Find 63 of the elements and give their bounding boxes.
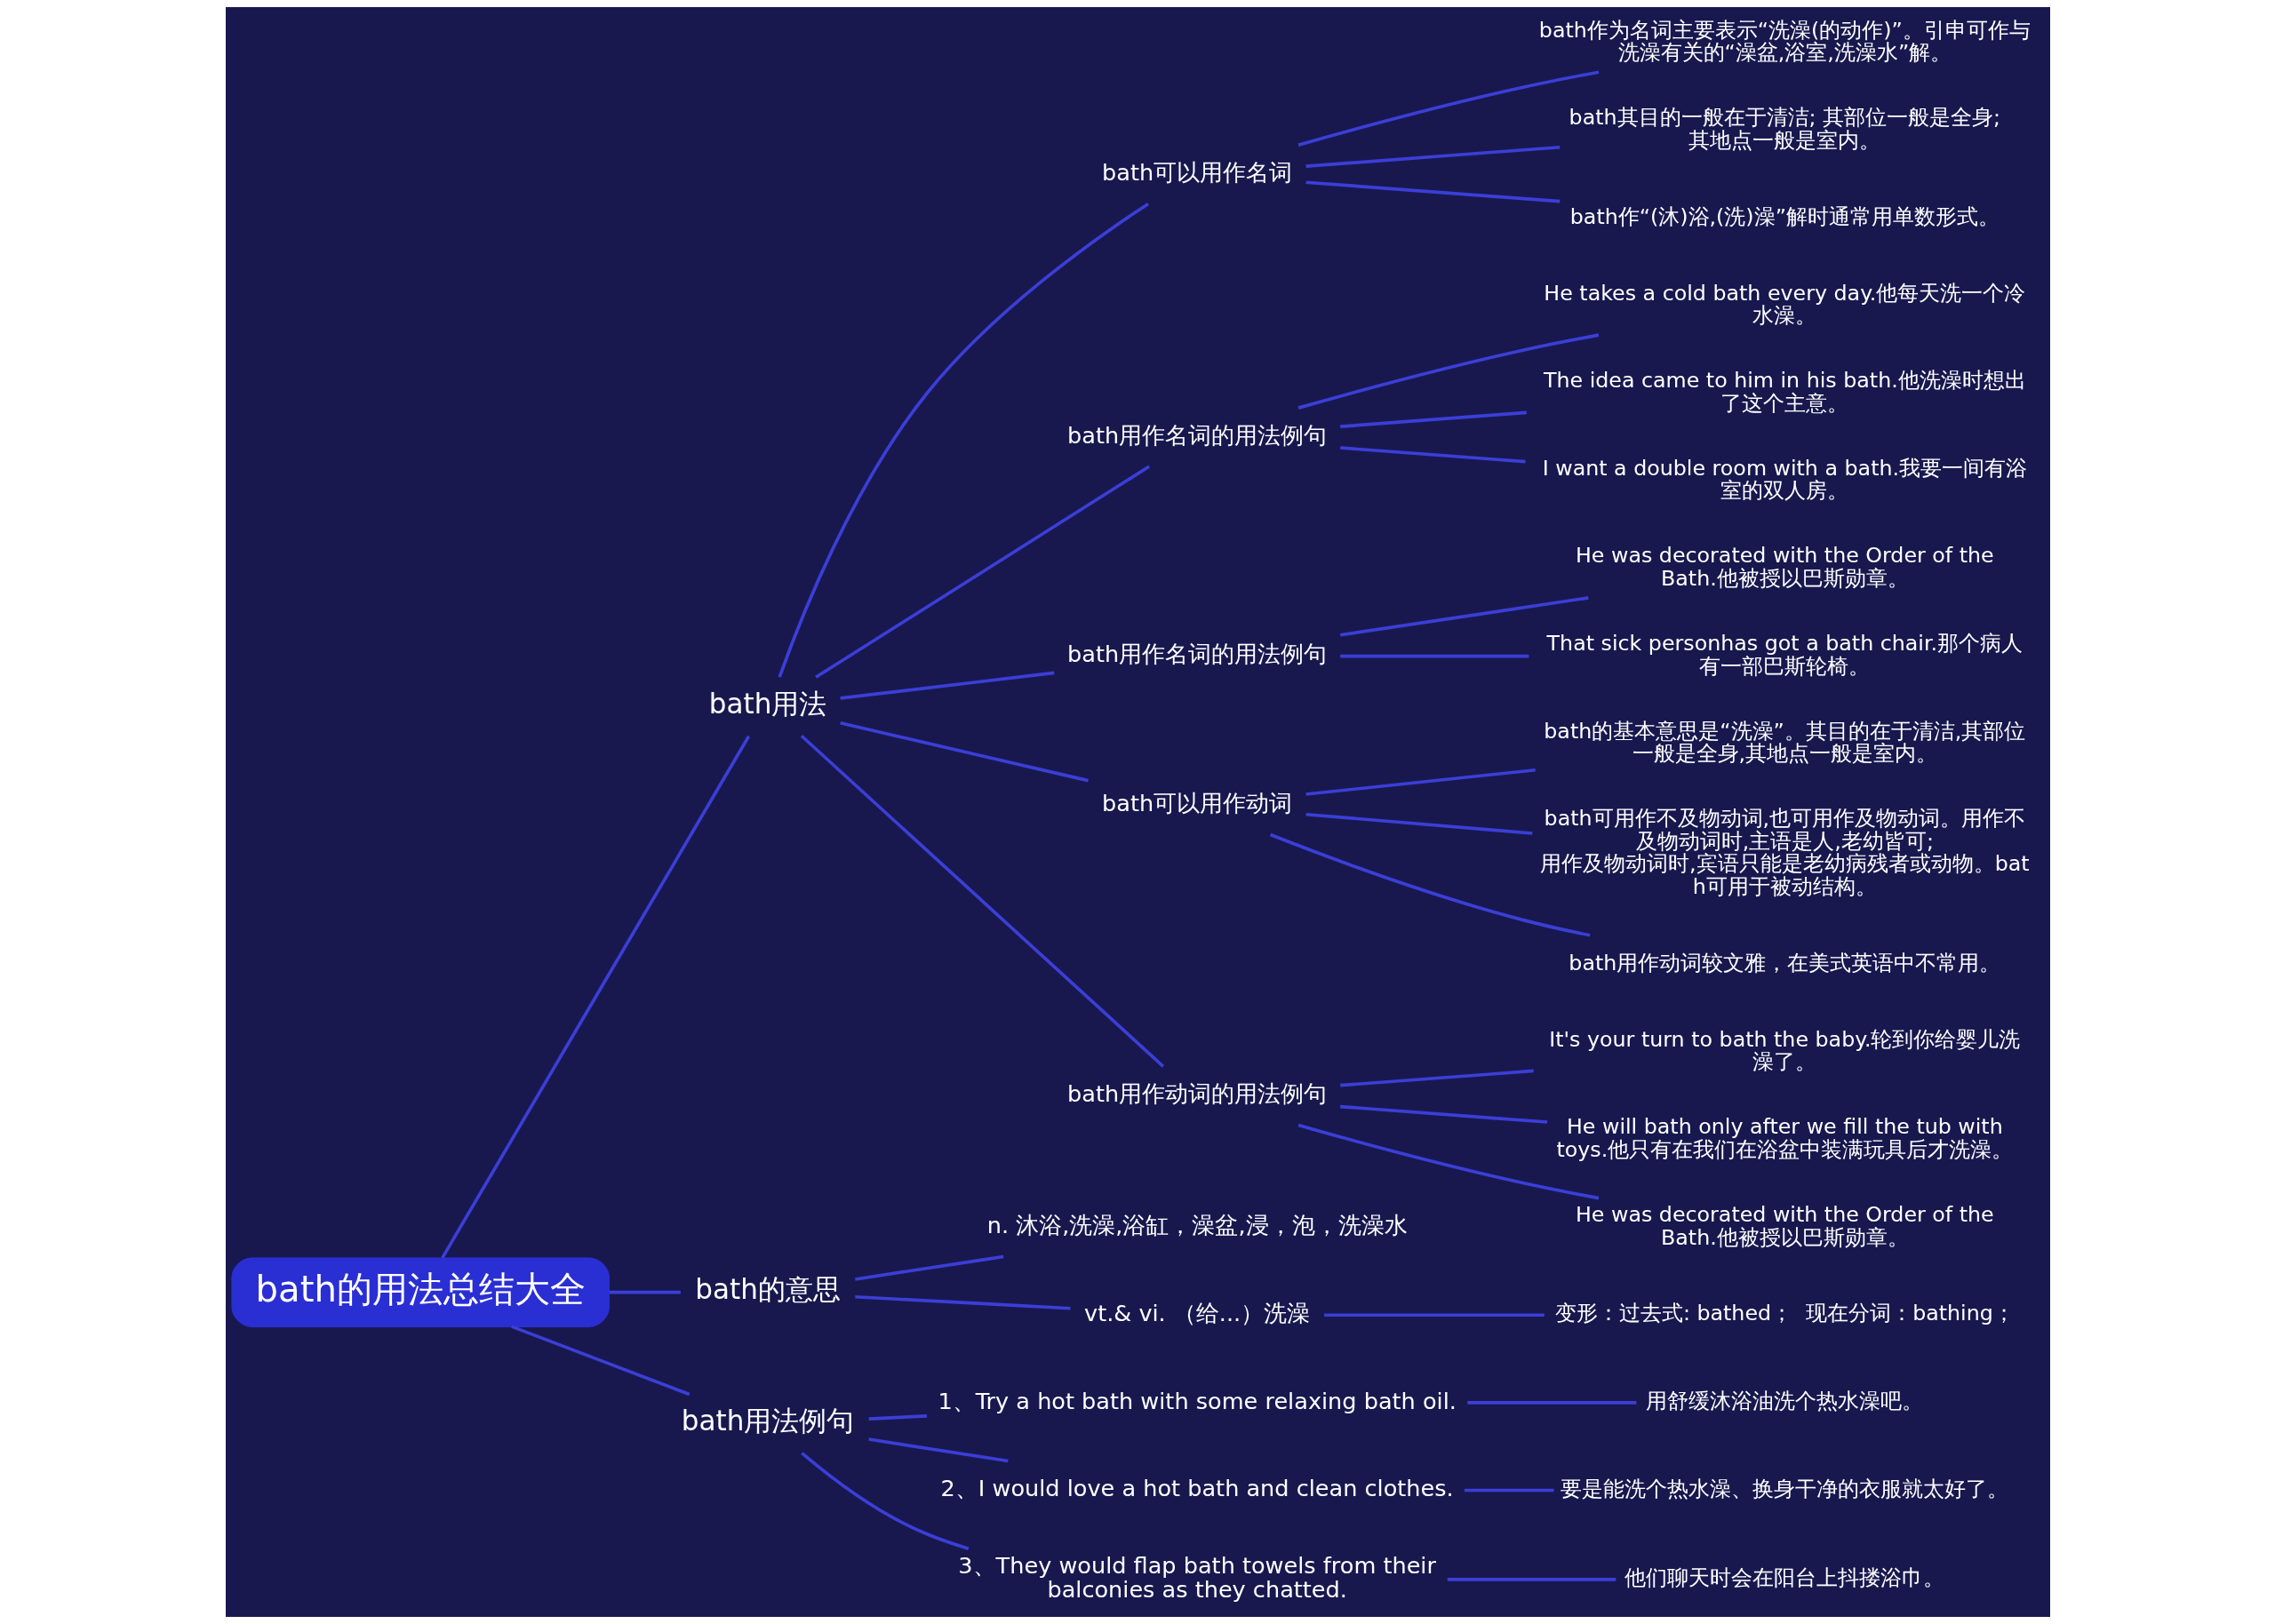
connector — [1297, 333, 1599, 410]
connector — [1305, 180, 1560, 203]
connector — [1297, 70, 1599, 147]
connector — [778, 202, 1149, 678]
connector — [1447, 1578, 1616, 1581]
node-text: 变形：过去式: bathed； 现在分词：bathing； — [1554, 1301, 2015, 1326]
connector — [854, 1254, 1003, 1281]
connector — [839, 721, 1089, 783]
node-text: It's your turn to bath the baby.轮到你给婴儿洗澡了。 — [1548, 1026, 2020, 1075]
connector — [1269, 832, 1590, 937]
node-text: bath用作动词的用法例句 — [1066, 1080, 1327, 1108]
connector — [1339, 1069, 1534, 1087]
connector — [1305, 812, 1532, 835]
connector — [1339, 1104, 1547, 1124]
node-text: bath可以用作名词 — [1101, 158, 1292, 186]
node-text: bath用法例句 — [681, 1405, 854, 1437]
node-text: bath用作名词的用法例句 — [1066, 421, 1327, 449]
node-box: bath的用法总结大全 — [230, 1257, 610, 1327]
connector — [867, 1437, 1009, 1463]
connector — [1339, 596, 1589, 637]
node-text: bath用作动词较文雅，在美式英语中不常用。 — [1568, 950, 2000, 975]
connector — [839, 671, 1055, 700]
connector — [1339, 410, 1527, 428]
node-text: bath用法 — [708, 687, 826, 720]
connector — [440, 735, 750, 1259]
connector — [1339, 446, 1526, 464]
node-text: bath的基本意思是“洗澡”。其目的在于清洁,其部位一般是全身,其地点一般是室内。 — [1543, 718, 2025, 767]
node-text: I want a double room with a bath.我要一间有浴室的双人房。 — [1542, 455, 2027, 504]
node-text: 用舒缓沐浴油洗个热水澡吧。 — [1645, 1389, 1923, 1414]
connector — [1464, 1488, 1554, 1493]
node-text: bath的意思 — [694, 1273, 841, 1306]
node-text: bath可用作不及物动词,也可用作及物动词。用作不及物动词时,主语是人,老幼皆可; 用作及物动词时,宾语只能是老幼病残者或动物。bath可用于被动结构。 — [1539, 806, 2030, 900]
connector — [1305, 145, 1560, 168]
node-text: vt.& vi. （给...）洗澡 — [1083, 1299, 1310, 1326]
node-text: He was decorated with the Order of the Bath.他被授以巴斯勋章。 — [1575, 543, 1994, 592]
connector — [1323, 1313, 1545, 1318]
connector — [1297, 1123, 1599, 1200]
node-text: 1、Try a hot bath with some relaxing bath oil. — [937, 1387, 1457, 1414]
connector — [868, 1414, 927, 1421]
connector — [1466, 1401, 1636, 1405]
node-text: n. 沐浴,洗澡,浴缸，澡盆,浸，泡，洗澡水 — [986, 1212, 1408, 1239]
node-text: He will bath only after we fill the tub with toys.他只有在我们在浴盆中装满玩具后才洗澡。 — [1555, 1114, 2013, 1162]
node-text: bath用作名词的用法例句 — [1066, 641, 1327, 668]
node-text: 要是能洗个热水澡、换身干净的衣服就太好了。 — [1560, 1476, 2008, 1501]
node-text: bath可以用作动词 — [1101, 790, 1292, 817]
node-text: bath作为名词主要表示“洗澡(的动作)”。引申可作与洗澡有关的“澡盆,浴室,洗澡水”解。 — [1538, 17, 2031, 66]
node-text: 2、I would love a hot bath and clean clothes. — [940, 1475, 1454, 1502]
node-text: 他们聊天时会在阳台上抖搂浴巾。 — [1624, 1565, 1944, 1591]
connector — [1305, 768, 1536, 796]
connector — [1339, 654, 1529, 658]
connector — [854, 1294, 1071, 1310]
connector — [800, 1452, 969, 1550]
connector — [609, 1290, 681, 1294]
node-text: bath其目的一般在于清洁; 其部位一般是全身; 其地点一般是室内。 — [1569, 105, 2000, 153]
node-text: The idea came to him in his bath.他洗澡时想出了这个主意。 — [1543, 368, 2026, 416]
connector — [814, 465, 1150, 679]
node-text: He takes a cold bath every day.他每天洗一个冷水澡。 — [1543, 280, 2025, 329]
connector — [800, 734, 1164, 1068]
node-text: 3、They would flap bath towels from their balconies as they chatted. — [957, 1552, 1436, 1604]
node-text: He was decorated with the Order of the Bath.他被授以巴斯勋章。 — [1575, 1202, 1994, 1250]
connector — [510, 1325, 690, 1397]
node-text: That sick personhas got a bath chair.那个病人有一部巴斯轮椅。 — [1546, 631, 2023, 679]
node-text: bath作“(沐)浴,(洗)澡”解时通常用单数形式。 — [1569, 203, 2000, 229]
